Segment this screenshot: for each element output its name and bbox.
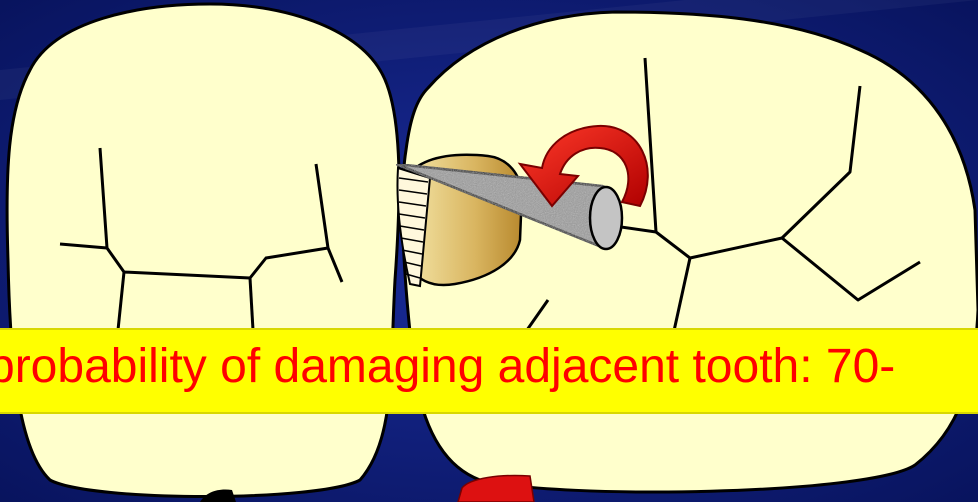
caption-band: probability of damaging adjacent tooth: … <box>0 328 978 414</box>
left-tooth <box>7 4 399 497</box>
caption-text: probability of damaging adjacent tooth: … <box>0 336 895 398</box>
